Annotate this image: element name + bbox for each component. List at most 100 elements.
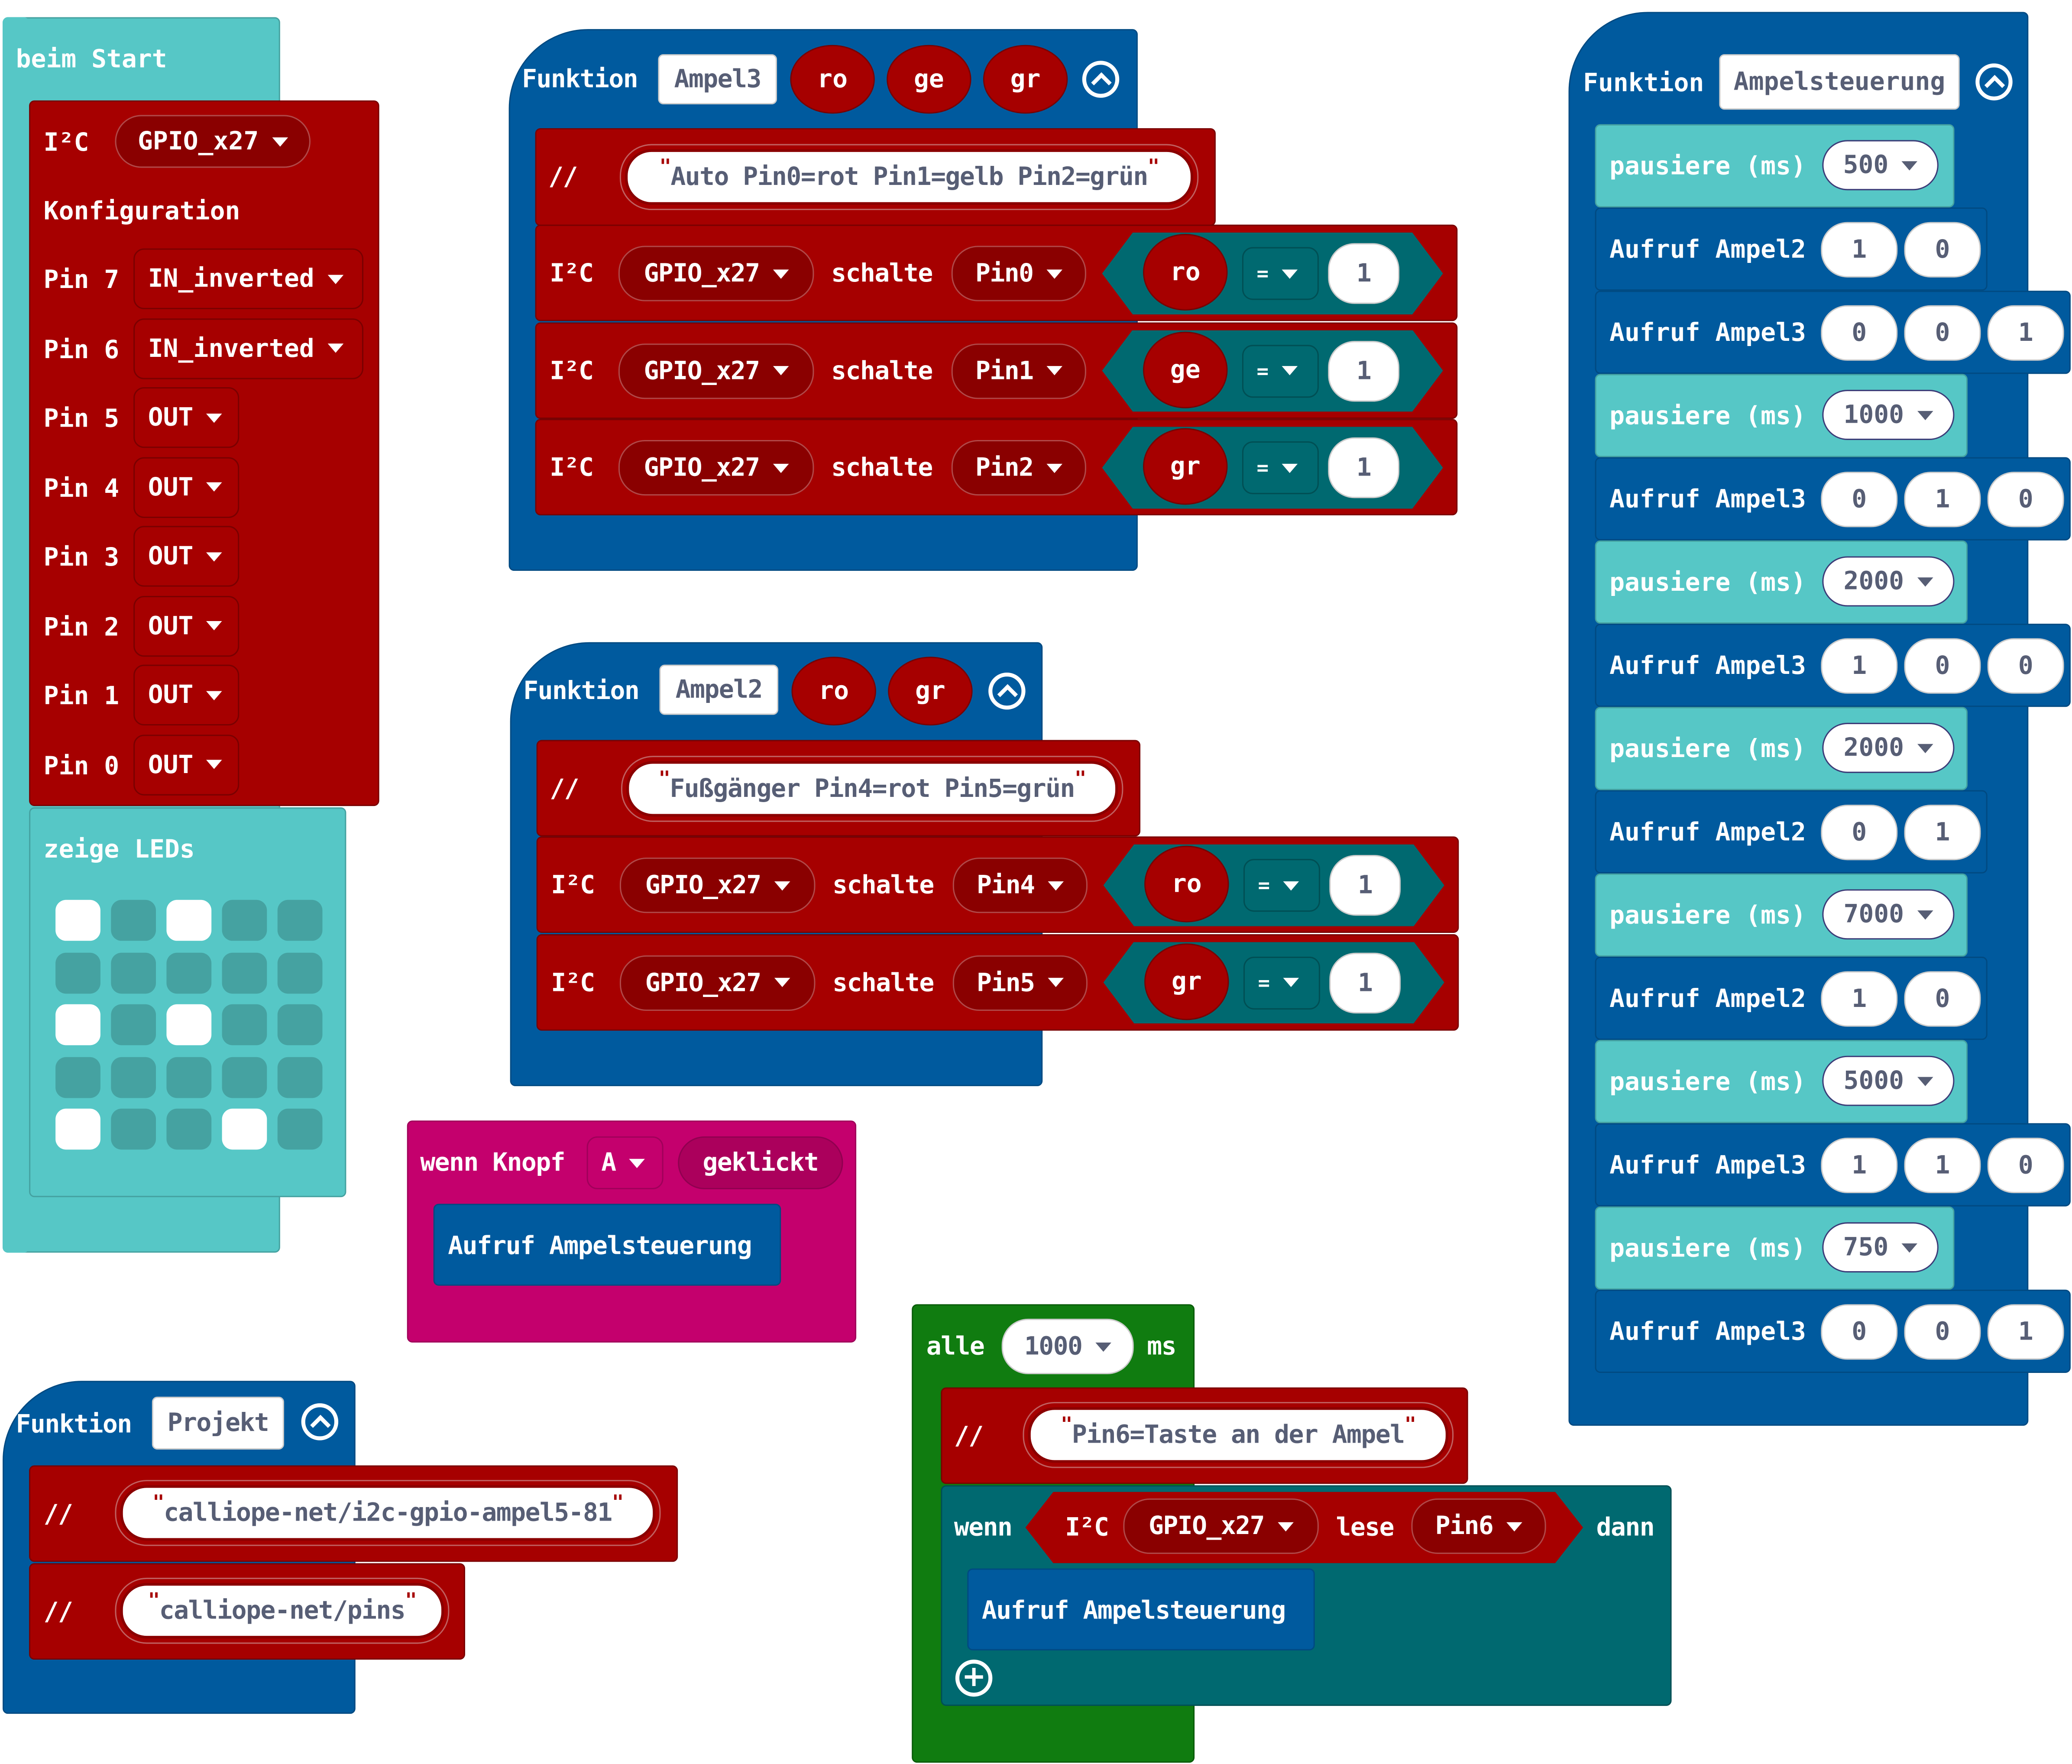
argument-input[interactable]: 1 [1821,638,1898,694]
argument-input[interactable]: 1 [1987,1304,2064,1360]
pin-dropdown[interactable]: Pin6 [1411,1498,1546,1554]
led-cell[interactable] [166,1004,212,1045]
led-cell[interactable] [277,1056,323,1097]
led-cell[interactable] [111,900,156,941]
argument-input[interactable]: 1 [1904,805,1981,861]
argument-input[interactable]: 1 [1821,1137,1898,1194]
interval-dropdown[interactable]: 1000 [1001,1318,1134,1375]
add-else-icon[interactable]: + [955,1660,993,1697]
led-cell[interactable] [277,1108,323,1150]
pin-dropdown[interactable]: Pin0 [951,246,1086,301]
argument-input[interactable]: 0 [1904,222,1981,278]
led-cell[interactable] [166,952,212,993]
value-input[interactable]: 1 [1328,340,1400,401]
collapse-icon[interactable] [301,1403,339,1440]
argument-input[interactable]: 0 [1987,472,2064,528]
led-cell[interactable] [111,1108,156,1150]
pin-mode-dropdown[interactable]: IN_inverted [133,317,364,379]
pause-duration-dropdown[interactable]: 500 [1822,140,1939,191]
i2c-device-dropdown[interactable]: GPIO_x27 [115,115,311,168]
variable-ge[interactable]: ge [1143,331,1228,408]
comment-text[interactable]: "calliope-net/i2c-gpio-ampel5-81" [120,1485,656,1541]
collapse-icon[interactable] [988,672,1026,710]
led-cell[interactable] [166,900,212,941]
pause-duration-dropdown[interactable]: 5000 [1822,1055,1955,1106]
argument-input[interactable]: 1 [1821,971,1898,1027]
pin-mode-dropdown[interactable]: OUT [133,595,240,656]
operator-dropdown[interactable]: = [1243,956,1320,1009]
argument-input[interactable]: 0 [1821,805,1898,861]
operator-dropdown[interactable]: = [1242,441,1319,495]
led-cell[interactable] [111,1004,156,1045]
param-ge[interactable]: ge [887,45,971,114]
param-gr[interactable]: gr [888,657,973,725]
led-cell[interactable] [222,952,267,993]
argument-input[interactable]: 0 [1904,1304,1981,1360]
led-cell[interactable] [55,1004,100,1045]
variable-ro[interactable]: ro [1144,845,1229,922]
pin-dropdown[interactable]: Pin1 [951,343,1086,398]
argument-input[interactable]: 0 [1987,638,2064,694]
led-cell[interactable] [222,900,267,941]
led-cell[interactable] [277,952,323,993]
param-gr[interactable]: gr [983,45,1068,114]
argument-input[interactable]: 0 [1821,305,1898,361]
pin-mode-dropdown[interactable]: OUT [133,664,240,725]
i2c-device-dropdown[interactable]: GPIO_x27 [1123,1498,1319,1554]
argument-input[interactable]: 1 [1904,472,1981,528]
variable-ro[interactable]: ro [1143,234,1228,311]
call-ampelsteuerung-block[interactable] [967,1568,1315,1651]
comment-text[interactable]: "calliope-net/pins" [120,1583,444,1639]
pin-dropdown[interactable]: Pin2 [951,440,1086,496]
operator-dropdown[interactable]: = [1243,859,1320,912]
argument-input[interactable]: 0 [1987,1137,2064,1194]
function-name-field[interactable]: Ampelsteuerung [1719,54,1960,110]
pause-duration-dropdown[interactable]: 7000 [1822,889,1955,940]
led-cell[interactable] [222,1004,267,1045]
argument-input[interactable]: 1 [1987,305,2064,361]
comment-text[interactable]: "Fußgänger Pin4=rot Pin5=grün" [626,761,1118,817]
argument-input[interactable]: 0 [1904,638,1981,694]
led-cell[interactable] [55,900,100,941]
pin-dropdown[interactable]: Pin5 [952,955,1088,1010]
param-ro[interactable]: ro [790,45,875,114]
variable-gr[interactable]: gr [1144,942,1229,1020]
i2c-device-dropdown[interactable]: GPIO_x27 [619,955,816,1010]
led-cell[interactable] [222,1056,267,1097]
operator-dropdown[interactable]: = [1242,247,1319,300]
collapse-icon[interactable] [1975,63,2013,100]
pause-duration-dropdown[interactable]: 2000 [1822,722,1955,773]
argument-input[interactable]: 0 [1821,472,1898,528]
pin-mode-dropdown[interactable]: OUT [133,456,240,518]
led-cell[interactable] [111,1056,156,1097]
led-cell[interactable] [55,1056,100,1097]
argument-input[interactable]: 0 [1904,305,1981,361]
argument-input[interactable]: 1 [1821,222,1898,278]
led-cell[interactable] [55,952,100,993]
pause-duration-dropdown[interactable]: 1000 [1822,390,1955,440]
led-cell[interactable] [55,1108,100,1150]
call-ampelsteuerung-block[interactable] [433,1204,781,1286]
pin-mode-dropdown[interactable]: OUT [133,526,240,587]
pin-mode-dropdown[interactable]: IN_inverted [133,248,364,309]
i2c-device-dropdown[interactable]: GPIO_x27 [619,858,816,913]
value-input[interactable]: 1 [1328,243,1400,304]
event-type-pill[interactable]: geklickt [678,1136,843,1189]
param-ro[interactable]: ro [791,657,876,725]
value-input[interactable]: 1 [1328,437,1400,498]
pause-duration-dropdown[interactable]: 750 [1822,1222,1939,1273]
argument-input[interactable]: 0 [1821,1304,1898,1360]
argument-input[interactable]: 0 [1904,971,1981,1027]
value-input[interactable]: 1 [1329,952,1401,1013]
function-name-field[interactable]: Projekt [152,1396,284,1450]
led-cell[interactable] [166,1056,212,1097]
collapse-icon[interactable] [1082,61,1120,98]
pin-dropdown[interactable]: Pin4 [952,858,1088,913]
value-input[interactable]: 1 [1329,854,1401,916]
led-cell[interactable] [166,1108,212,1150]
pin-mode-dropdown[interactable]: OUT [133,734,240,795]
button-select-dropdown[interactable]: A [586,1136,664,1189]
led-cell[interactable] [277,900,323,941]
i2c-device-dropdown[interactable]: GPIO_x27 [618,246,814,301]
operator-dropdown[interactable]: = [1242,344,1319,397]
